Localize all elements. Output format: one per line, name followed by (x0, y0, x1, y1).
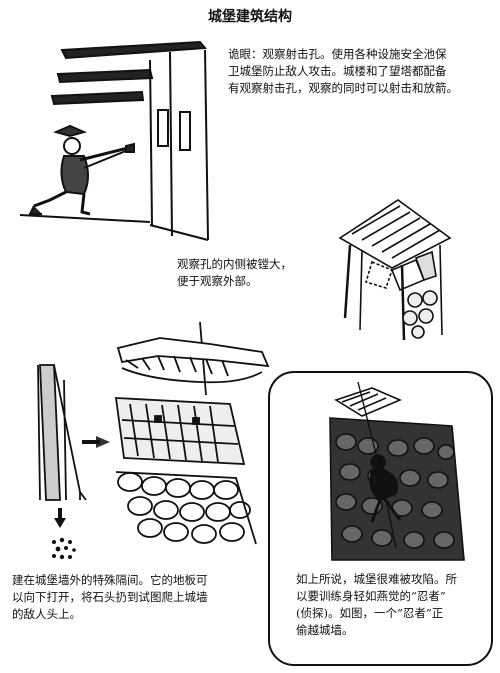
intro-caption: 诡眼：观察射击孔。使用各种设施安全池保 卫城堡防止敌人攻击。城楼和了望塔都配备 … (228, 46, 498, 97)
ninja-line: (侦探)。如图，一个“忍者”正 (296, 606, 444, 620)
ninja-panel-frame (268, 371, 493, 666)
ninja-illustration (329, 381, 465, 561)
drop-room-line: 以向下打开，将石头扔到试图爬上城墙 (12, 590, 208, 604)
drop-room-line: 的敌人头上。 (12, 607, 81, 621)
intro-line: 诡眼：观察射击孔。使用各种设施安全池保 (228, 47, 447, 61)
ninja-line: 偷越城墙。 (296, 623, 354, 637)
drop-room-illustration (114, 321, 270, 545)
intro-line: 有观察射击孔，观察的同时可以射击和放箭。 (228, 81, 458, 95)
watchtower-illustration (338, 199, 452, 341)
drop-room-line: 建在城堡墙外的特殊隔间。它的地板可 (12, 573, 208, 587)
peephole-caption: 观察孔的内侧被镗大， 便于观察外部。 (177, 256, 317, 290)
page-title: 城堡建筑结构 (208, 9, 292, 25)
drop-room-caption: 建在城堡墙外的特殊隔间。它的地板可 以向下打开，将石头扔到试图爬上城墙 的敌人头… (12, 572, 262, 623)
wall-section-illustration (37, 364, 110, 560)
ninja-caption: 如上所说，城堡很难被攻陷。所 以要训练身轻如燕觉的“忍者” (侦探)。如图，一个… (296, 571, 486, 639)
ninja-line: 如上所说，城堡很难被攻陷。所 (296, 572, 457, 586)
peephole-line: 观察孔的内侧被镗大， (177, 257, 292, 271)
ninja-line: 以要训练身轻如燕觉的“忍者” (296, 589, 446, 603)
intro-line: 卫城堡防止敌人攻击。城楼和了望塔都配备 (228, 64, 447, 78)
peephole-line: 便于观察外部。 (177, 274, 258, 288)
